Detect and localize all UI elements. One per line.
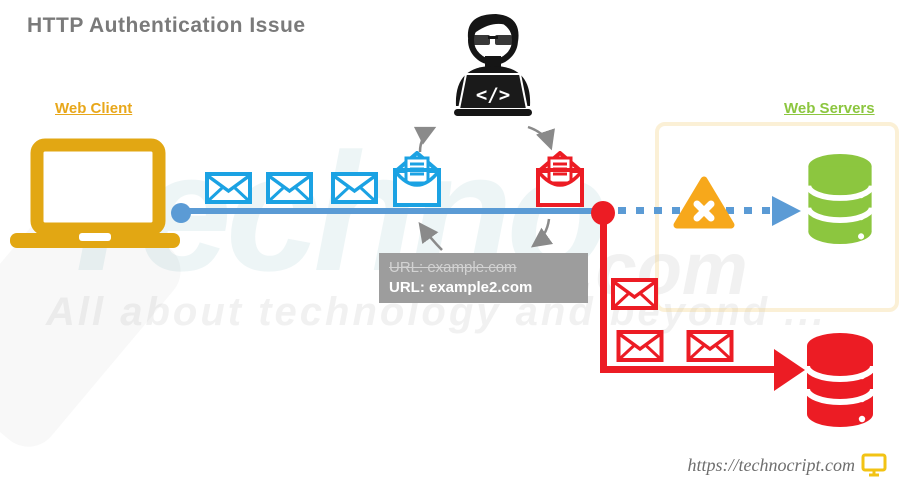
request-line xyxy=(181,208,603,214)
hacker-icon: </> xyxy=(454,14,532,116)
original-url-text: URL: example.com xyxy=(389,259,517,276)
redirect-line-vertical xyxy=(600,212,607,370)
hacker-code-text: </> xyxy=(476,84,510,106)
footer-site-url: https://technocript.com xyxy=(687,454,855,475)
tampered-message-envelope-icon xyxy=(536,151,584,207)
attacker-database-icon xyxy=(805,333,875,427)
warning-triangle-icon xyxy=(673,176,735,229)
opened-message-envelope-icon xyxy=(393,151,441,207)
web-client-label: Web Client xyxy=(55,100,133,117)
redirected-message-envelope-icon xyxy=(616,330,664,362)
web-server-database-icon xyxy=(806,153,874,245)
message-envelope-icon xyxy=(205,172,252,204)
redirected-message-envelope-icon xyxy=(611,278,658,310)
message-envelope-icon xyxy=(331,172,378,204)
page-title: HTTP Authentication Issue xyxy=(27,14,306,37)
redirected-message-envelope-icon xyxy=(686,330,734,362)
redirect-line-horizontal xyxy=(600,366,778,373)
laptop-icon xyxy=(10,138,180,248)
watermark-frame xyxy=(655,122,899,312)
blocked-request-arrowhead xyxy=(772,196,801,226)
web-servers-label: Web Servers xyxy=(784,100,875,117)
redirect-arrowhead xyxy=(774,349,805,391)
modified-url-text: URL: example2.com xyxy=(389,279,533,296)
message-envelope-icon xyxy=(266,172,313,204)
url-tooltip: URL: example.com URL: example2.com xyxy=(379,253,588,303)
footer: https://technocript.com xyxy=(688,452,887,478)
monitor-logo-icon xyxy=(861,453,887,477)
